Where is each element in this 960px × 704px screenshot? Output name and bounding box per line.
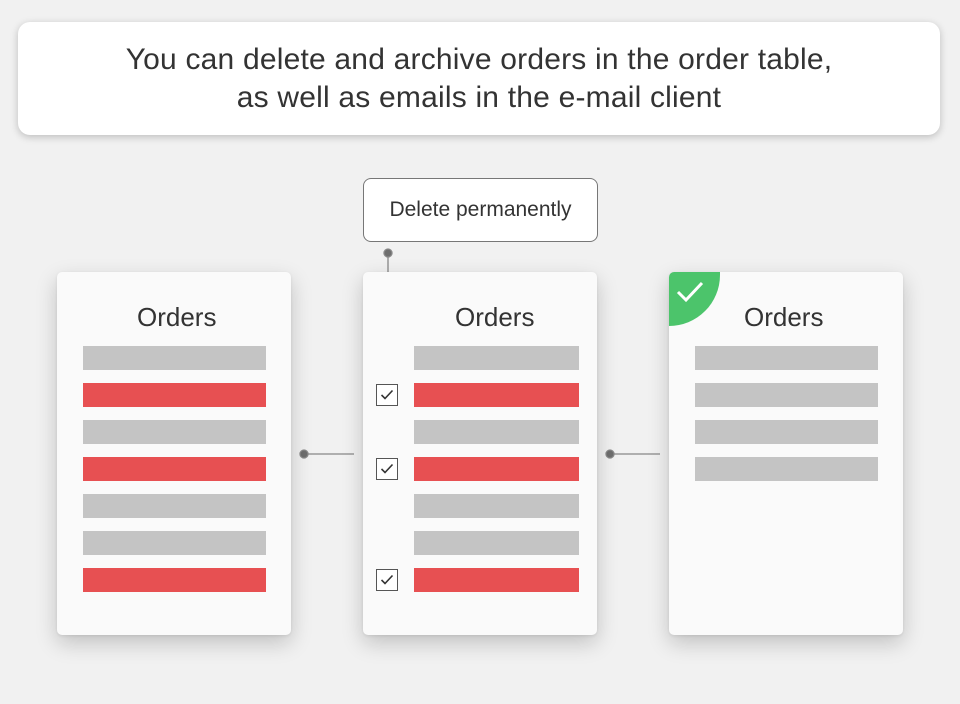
- order-row-selected: [414, 457, 579, 481]
- order-row-selected: [414, 568, 579, 592]
- row-checkbox[interactable]: [376, 569, 398, 591]
- order-row: [695, 383, 878, 407]
- checkmark-icon: [380, 574, 394, 585]
- order-row: [695, 346, 878, 370]
- order-row: [695, 420, 878, 444]
- orders-card-original: Orders: [57, 272, 291, 635]
- info-banner: You can delete and archive orders in the…: [18, 22, 940, 135]
- checkmark-icon: [380, 463, 394, 474]
- right-connector: [605, 449, 660, 459]
- order-row: [83, 494, 266, 518]
- checkmark-icon: [380, 389, 394, 400]
- row-checkbox[interactable]: [376, 458, 398, 480]
- card-title: Orders: [455, 302, 535, 332]
- card-title: Orders: [137, 302, 217, 332]
- order-row-selected: [83, 568, 266, 592]
- order-row-selected: [414, 383, 579, 407]
- card-title: Orders: [744, 302, 824, 332]
- row-checkbox[interactable]: [376, 384, 398, 406]
- orders-card-selection: Orders: [363, 272, 597, 635]
- delete-permanently-tooltip: Delete permanently: [363, 178, 598, 242]
- order-row-selected: [83, 457, 266, 481]
- order-row: [414, 494, 579, 518]
- order-row: [83, 420, 266, 444]
- success-badge: [669, 272, 720, 326]
- order-row: [414, 420, 579, 444]
- order-row: [83, 346, 266, 370]
- orders-card-result: Orders: [669, 272, 903, 635]
- order-row: [414, 531, 579, 555]
- check-icon: [676, 281, 704, 303]
- order-row: [83, 531, 266, 555]
- order-row: [695, 457, 878, 481]
- banner-line-1: You can delete and archive orders in the…: [125, 42, 833, 76]
- left-connector: [299, 449, 354, 459]
- order-row: [414, 346, 579, 370]
- order-row-selected: [83, 383, 266, 407]
- banner-line-2: as well as emails in the e-mail client: [236, 80, 722, 114]
